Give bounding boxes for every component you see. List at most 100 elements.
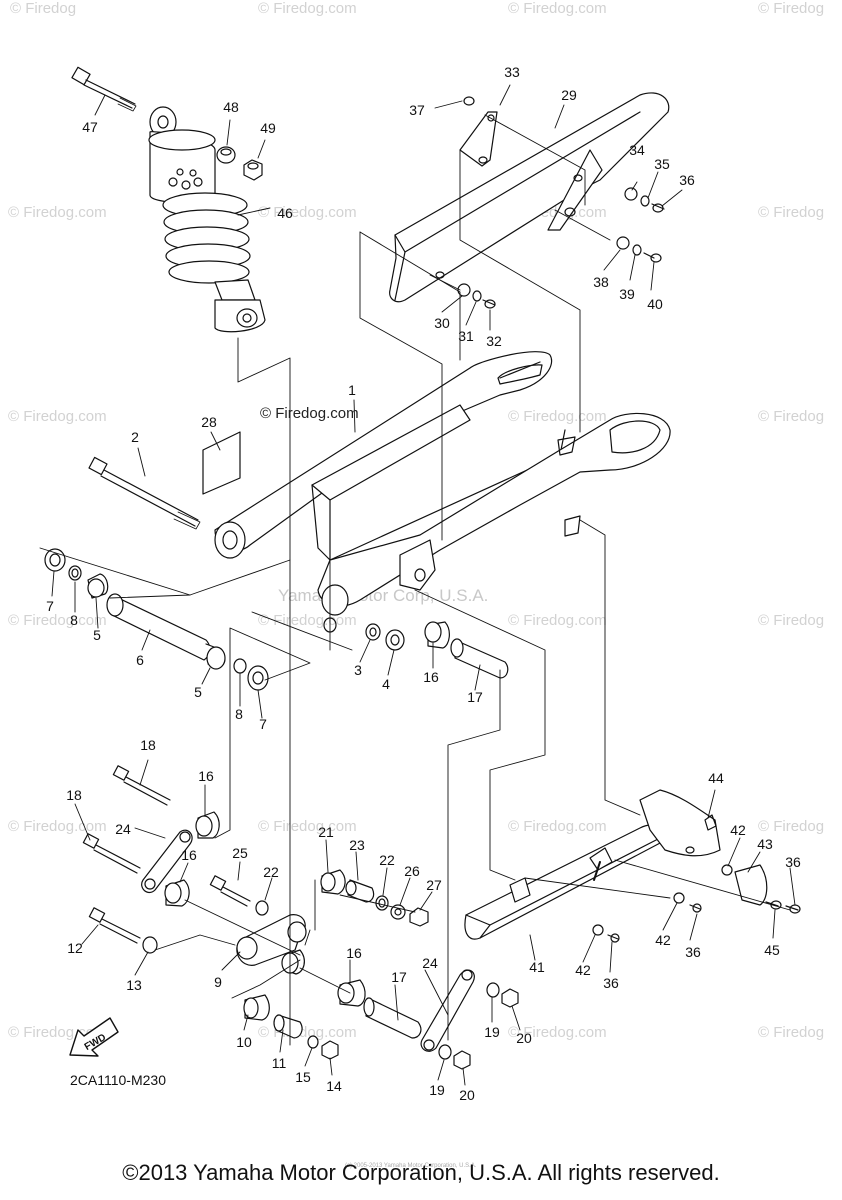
watermark: © Firedog.com [8, 612, 107, 629]
hardware-42-45 [592, 864, 801, 943]
watermark: © Firedog.com [8, 408, 107, 425]
callout-17: 17 [467, 689, 483, 705]
callout-4: 4 [382, 676, 390, 692]
callout-20: 20 [459, 1087, 475, 1103]
callout-9: 9 [214, 974, 222, 990]
callout-8: 8 [70, 612, 78, 628]
callout-24: 24 [115, 821, 131, 837]
callout-46: 46 [277, 205, 293, 221]
watermark: © Firedog.com [508, 0, 607, 17]
callout-22: 22 [263, 864, 279, 880]
watermark: © Firedog.com [508, 408, 607, 425]
callout-44: 44 [708, 770, 724, 786]
bolt-47 [71, 66, 137, 112]
rear-arm [214, 351, 671, 633]
callout-37: 37 [409, 102, 425, 118]
callout-36: 36 [685, 944, 701, 960]
right-pivot-parts [365, 621, 509, 679]
callout-18: 18 [140, 737, 156, 753]
callout-12: 12 [67, 940, 83, 956]
callout-42: 42 [575, 962, 591, 978]
callout-49: 49 [260, 120, 276, 136]
callout-8: 8 [235, 706, 243, 722]
callout-7: 7 [259, 716, 267, 732]
rear-fender-43 [639, 789, 768, 906]
chain-case [389, 92, 670, 303]
callout-48: 48 [223, 99, 239, 115]
left-pivot-parts [44, 548, 269, 691]
fwd-arrow [69, 1017, 119, 1057]
callout-19: 19 [429, 1082, 445, 1098]
watermark: © Firedog.com [258, 204, 357, 221]
callout-11: 11 [271, 1055, 287, 1071]
callout-38: 38 [593, 274, 609, 290]
watermark: © Firedog [758, 0, 825, 17]
callout-13: 13 [126, 977, 142, 993]
watermark: © Firedog.com [508, 612, 607, 629]
callout-25: 25 [232, 845, 248, 861]
callout-34: 34 [629, 142, 645, 158]
callout-29: 29 [561, 87, 577, 103]
parts-lower-row [243, 982, 519, 1070]
copyright-footer: ©2013 Yamaha Motor Corporation, U.S.A. A… [122, 1160, 720, 1185]
callout-2: 2 [131, 429, 139, 445]
callout-18: 18 [66, 787, 82, 803]
watermark: © Firedog [758, 408, 825, 425]
callout-16: 16 [423, 669, 439, 685]
watermark: © Firedog [10, 0, 77, 17]
watermark: © Firedog [758, 818, 825, 835]
callout-28: 28 [201, 414, 217, 430]
callout-6: 6 [136, 652, 144, 668]
callout-40: 40 [647, 296, 663, 312]
callout-30: 30 [434, 315, 450, 331]
callout-36: 36 [679, 172, 695, 188]
bracket-33 [459, 111, 498, 167]
callout-17: 17 [391, 969, 407, 985]
callout-42: 42 [730, 822, 746, 838]
relay-arm-9 [236, 914, 307, 975]
callout-10: 10 [236, 1034, 252, 1050]
callout-36: 36 [785, 854, 801, 870]
callout-45: 45 [764, 942, 780, 958]
diagram-code: 2CA1110-M230 [70, 1072, 166, 1088]
callout-39: 39 [619, 286, 635, 302]
callout-5: 5 [93, 627, 101, 643]
callout-36: 36 [603, 975, 619, 991]
callout-47: 47 [82, 119, 98, 135]
callout-32: 32 [486, 333, 502, 349]
watermark: © Firedog.com [258, 0, 357, 17]
callout-leaders [51, 84, 796, 1086]
callout-19: 19 [484, 1024, 500, 1040]
nut-37 [463, 96, 475, 106]
watermark: © Firedog [758, 1024, 825, 1041]
rear-shock-absorber [148, 106, 266, 333]
callout-31: 31 [458, 328, 474, 344]
callout-3: 3 [354, 662, 362, 678]
connecting-rod-24-left [141, 829, 193, 894]
washer-nut-set-upper [457, 187, 665, 309]
callout-24: 24 [422, 955, 438, 971]
watermark: © Firedog.com [508, 1024, 607, 1041]
chain-guard-lower [464, 824, 664, 940]
center-watermark: © Firedog.com [260, 405, 359, 422]
bushings-16 [164, 811, 366, 1007]
callout-16: 16 [198, 768, 214, 784]
callout-14: 14 [326, 1078, 342, 1094]
callout-20: 20 [516, 1030, 532, 1046]
callout-33: 33 [504, 64, 520, 80]
watermark: © Firedog.com [258, 818, 357, 835]
callout-5: 5 [194, 684, 202, 700]
tiny-copyright-note: (c) 2005-2013 Yamaha Motor Corporation, … [345, 1163, 477, 1169]
callout-7: 7 [46, 598, 54, 614]
watermark: © Firedog.com [258, 612, 357, 629]
watermark: © Firedog.com [8, 818, 107, 835]
parts-21-27 [320, 869, 429, 927]
callout-22: 22 [379, 852, 395, 868]
nut-49 [243, 159, 263, 181]
callout-27: 27 [426, 877, 442, 893]
callout-23: 23 [349, 837, 365, 853]
nut-48 [216, 146, 236, 164]
watermark: © Firedog [758, 204, 825, 221]
callout-16: 16 [346, 945, 362, 961]
